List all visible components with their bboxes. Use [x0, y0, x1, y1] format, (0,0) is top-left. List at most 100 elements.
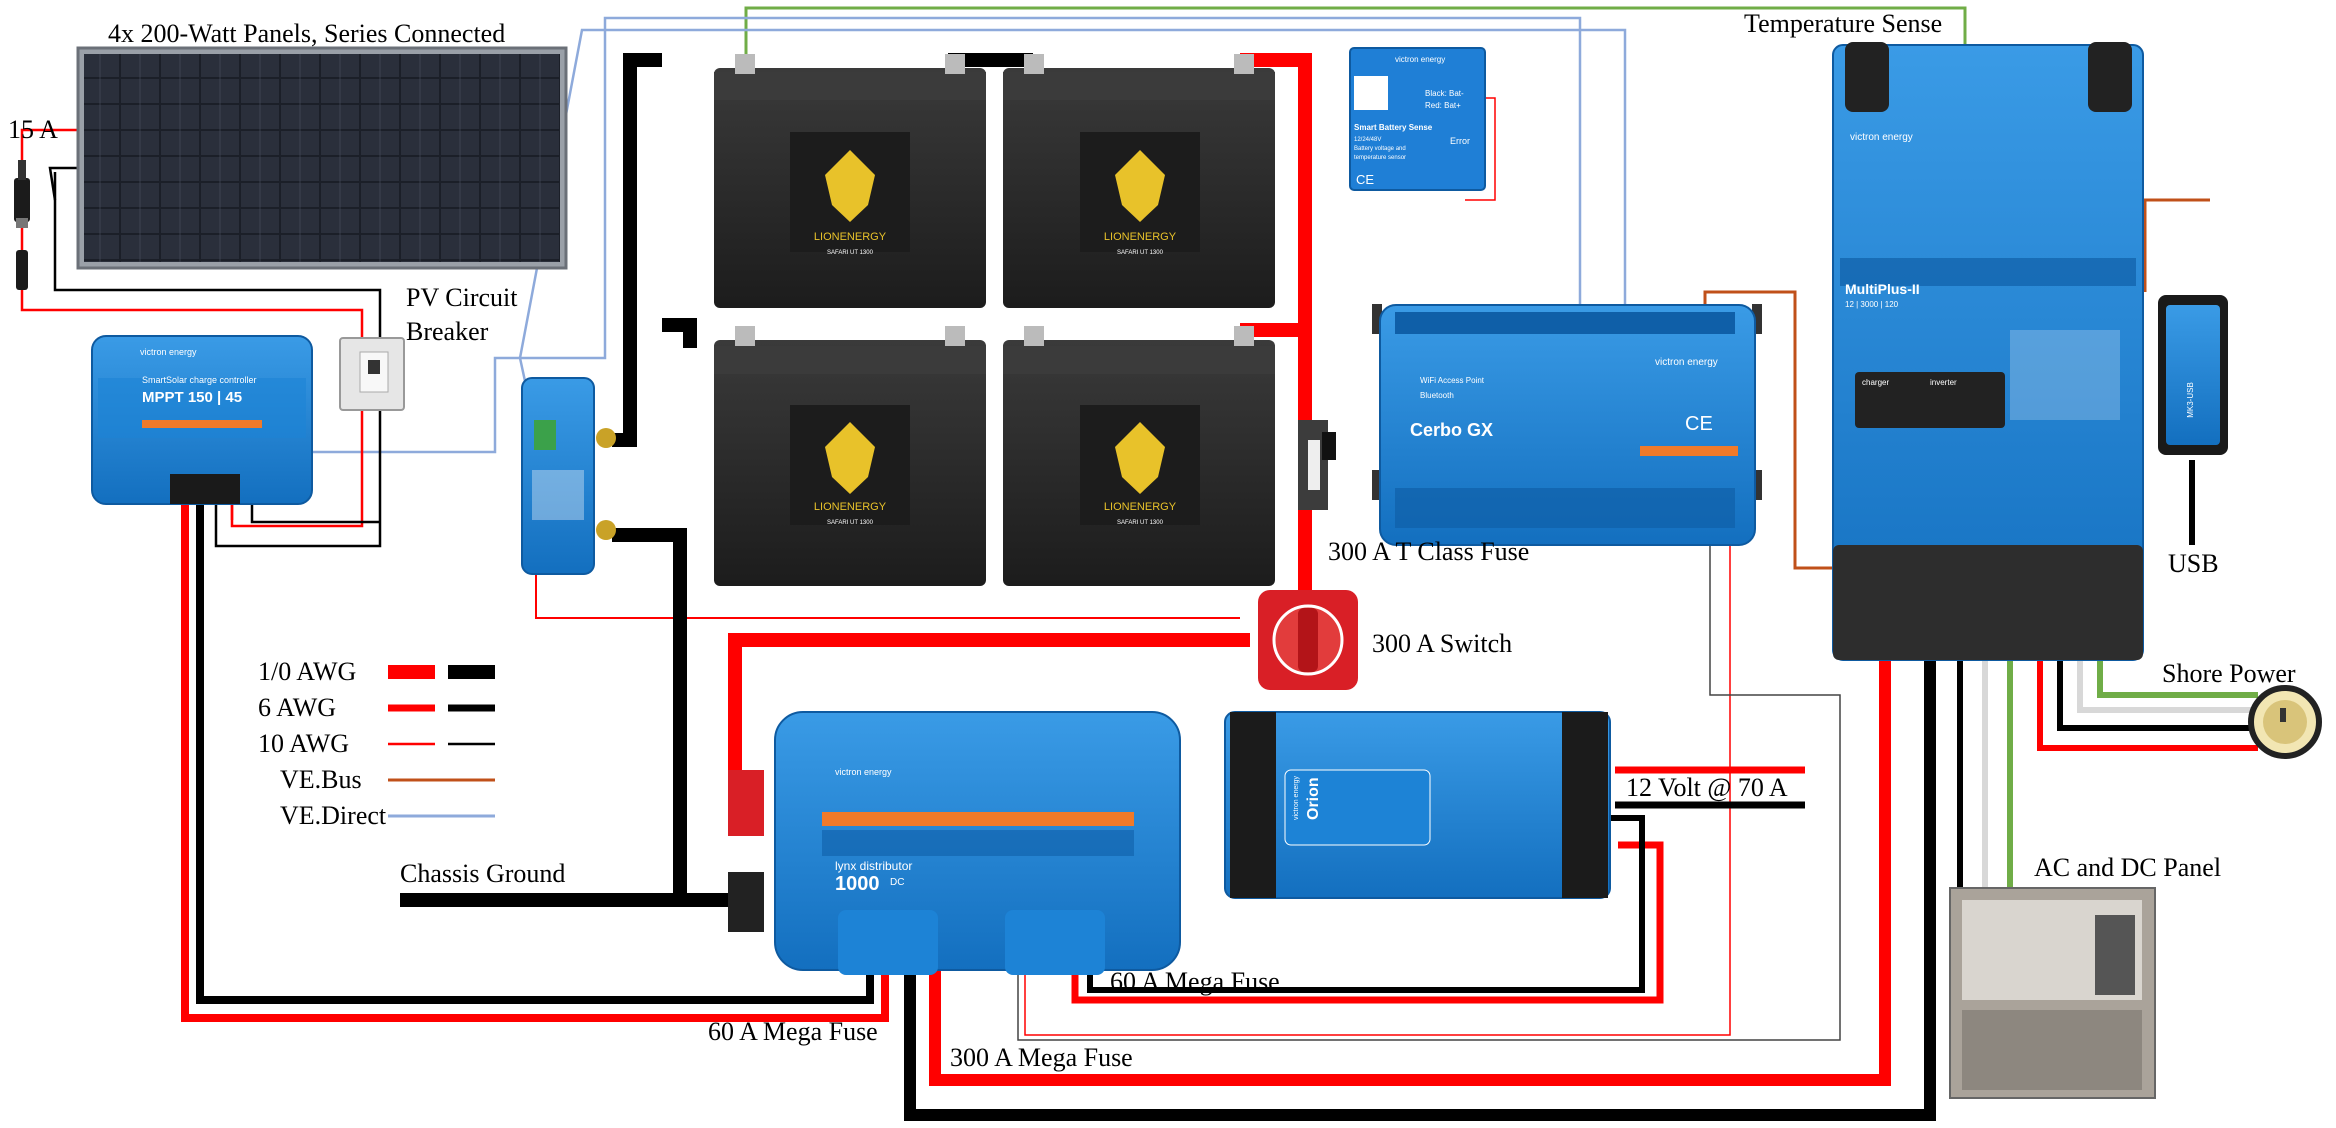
mppt-to-lynx-red: [181, 500, 889, 1022]
battery-1: LIONENERGY SAFARI UT 1300: [714, 54, 986, 308]
mk3-usb-interface: MK3-USB: [2158, 295, 2228, 455]
multiplus-status-panel: [1855, 372, 2005, 428]
lynx-dc: DC: [890, 877, 904, 888]
multiplus-inverter: victron energy MultiPlus-II 12 | 3000 | …: [1832, 42, 2144, 661]
pv-panel-red: [20, 128, 80, 160]
smart-battery-sense: victron energy Black: Bat- Red: Bat+ Sma…: [1349, 47, 1486, 191]
cerbo-orange-stripe: [1640, 446, 1738, 456]
lynx-to-multiplus-black: [904, 660, 1936, 1121]
sense-black: Black: Bat-: [1425, 89, 1464, 98]
cerbo-wifi: WiFi Access Point: [1420, 376, 1485, 385]
cerbo-power-red: [1024, 540, 1731, 1036]
sense-sub3: temperature sensor: [1354, 155, 1406, 161]
ac-dc-panel: [1949, 887, 2156, 1099]
label-usb: USB: [2168, 549, 2219, 578]
vebus-wire-2: [2143, 198, 2210, 292]
battery-switch: [1258, 590, 1358, 690]
label-switch-300: 300 A Switch: [1372, 629, 1512, 658]
cerbo-gx: victron energy WiFi Access Point Bluetoo…: [1372, 304, 1762, 546]
mppt-line1: SmartSolar charge controller: [142, 375, 257, 385]
mppt-orange-stripe: [142, 420, 262, 428]
label-pv-breaker-1: PV Circuit: [406, 283, 518, 312]
battery-black-vertical: [612, 53, 662, 447]
label-pv-breaker-2: Breaker: [406, 317, 489, 346]
sense-sub2: Battery voltage and: [1354, 146, 1406, 152]
battery-2-model: SAFARI UT 1300: [1117, 250, 1164, 256]
smart-shunt: [521, 377, 616, 575]
cerbo-brand: victron energy: [1655, 357, 1718, 368]
mppt-charge-controller: victron energy SmartSolar charge control…: [91, 335, 313, 505]
diagram-labels: 4x 200-Watt Panels, Series Connected 15 …: [8, 9, 2296, 1072]
battery-1-brand: LIONENERGY: [814, 231, 887, 243]
mk3-name: MK3-USB: [2186, 382, 2195, 418]
label-t-class-fuse: 300 A T Class Fuse: [1328, 537, 1529, 566]
multiplus-name: MultiPlus-II: [1845, 281, 1920, 297]
mppt-thin-black: [250, 498, 380, 524]
battery-4-brand: LIONENERGY: [1104, 501, 1177, 513]
lynx-orange-stripe: [822, 812, 1134, 826]
orion-red-in: [1071, 841, 1664, 1004]
cerbo-name: Cerbo GX: [1410, 420, 1493, 440]
label-solar-panels: 4x 200-Watt Panels, Series Connected: [108, 19, 505, 48]
multiplus-charger: charger: [1862, 378, 1889, 387]
shore-black: [2057, 660, 2258, 731]
battery-3-brand: LIONENERGY: [814, 501, 887, 513]
sense-brand: victron energy: [1395, 55, 1445, 64]
lynx-brand: victron energy: [835, 767, 892, 777]
battery-2: LIONENERGY SAFARI UT 1300: [1003, 54, 1275, 308]
label-12-volt: 12 Volt @ 70 A: [1626, 773, 1788, 802]
pv-circuit-breaker: [339, 337, 405, 411]
shunt-bolt-top: [596, 428, 616, 448]
battery-4-model: SAFARI UT 1300: [1117, 520, 1164, 526]
orion-brand: victron energy: [1293, 776, 1300, 820]
multiplus-brand: victron energy: [1850, 132, 1913, 143]
pv-panel-black: [48, 166, 80, 201]
legend-label-1: 6 AWG: [258, 693, 336, 722]
legend-label-0: 1/0 AWG: [258, 657, 356, 686]
sense-red: Red: Bat+: [1425, 101, 1461, 110]
label-chassis-ground: Chassis Ground: [400, 859, 565, 888]
label-temperature-sense: Temperature Sense: [1744, 9, 1942, 38]
battery-3: LIONENERGY SAFARI UT 1300: [714, 326, 986, 586]
shunt-green-terminal: [534, 420, 556, 450]
label-shore-power: Shore Power: [2162, 659, 2296, 688]
mc4-connectors: [14, 160, 30, 290]
legend-label-3: VE.Bus: [280, 765, 362, 794]
cerbo-ce: CE: [1685, 413, 1713, 435]
lynx-line2: 1000: [835, 873, 880, 895]
label-ac-dc-panel: AC and DC Panel: [2034, 853, 2221, 882]
sense-sub1: 12/24/48V: [1354, 137, 1381, 143]
solar-panel: [76, 46, 568, 270]
legend-label-4: VE.Direct: [280, 801, 387, 830]
t-class-fuse: [1298, 420, 1336, 510]
lynx-line1: lynx distributor: [835, 859, 912, 873]
vebus-wire-1: [1703, 290, 1835, 570]
multiplus-inverter-label: inverter: [1930, 378, 1957, 387]
switch-to-lynx-red: [728, 633, 1250, 770]
shore-red: [2037, 660, 2258, 751]
label-mega-fuse-60-a: 60 A Mega Fuse: [708, 1017, 878, 1046]
battery-bank: LIONENERGY SAFARI UT 1300 LIONENERGY SAF…: [714, 54, 1275, 586]
shore-power-inlet: [2248, 685, 2322, 759]
label-15a: 15 A: [8, 115, 58, 144]
mppt-to-lynx-black: [196, 500, 874, 1004]
orion-name: Orion: [1305, 777, 1322, 820]
mppt-line2: MPPT 150 | 45: [142, 389, 242, 406]
orion-black-in: [1087, 815, 1645, 993]
shunt-bolt-bottom: [596, 520, 616, 540]
multiplus-model: 12 | 3000 | 120: [1845, 300, 1899, 309]
battery-red-top: [1240, 53, 1312, 440]
battery-2-brand: LIONENERGY: [1104, 231, 1177, 243]
shore-white: [2077, 660, 2258, 713]
lynx-to-multiplus-red: [929, 660, 1891, 1086]
label-mega-fuse-300: 300 A Mega Fuse: [950, 1043, 1133, 1072]
battery-4: LIONENERGY SAFARI UT 1300: [1003, 326, 1275, 586]
mppt-terminal-block: [170, 474, 240, 504]
shore-green: [2097, 660, 2258, 698]
battery-3-model: SAFARI UT 1300: [827, 520, 874, 526]
orion-dc-converter: Orion victron energy: [1224, 711, 1611, 899]
battery-black-mid: [662, 318, 697, 348]
battery-1-model: SAFARI UT 1300: [827, 250, 874, 256]
